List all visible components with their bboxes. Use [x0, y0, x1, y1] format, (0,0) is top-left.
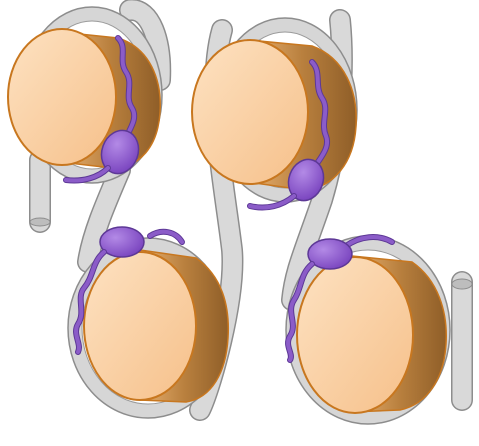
histone-core-face-3 — [84, 252, 196, 400]
nucleosome-4 — [286, 236, 450, 424]
histone-core-face-1 — [8, 29, 116, 165]
dna-end-left — [30, 218, 50, 226]
dna-end-right — [452, 279, 472, 289]
histone-core-face-4 — [297, 257, 413, 413]
histone-core-face-2 — [192, 40, 308, 184]
